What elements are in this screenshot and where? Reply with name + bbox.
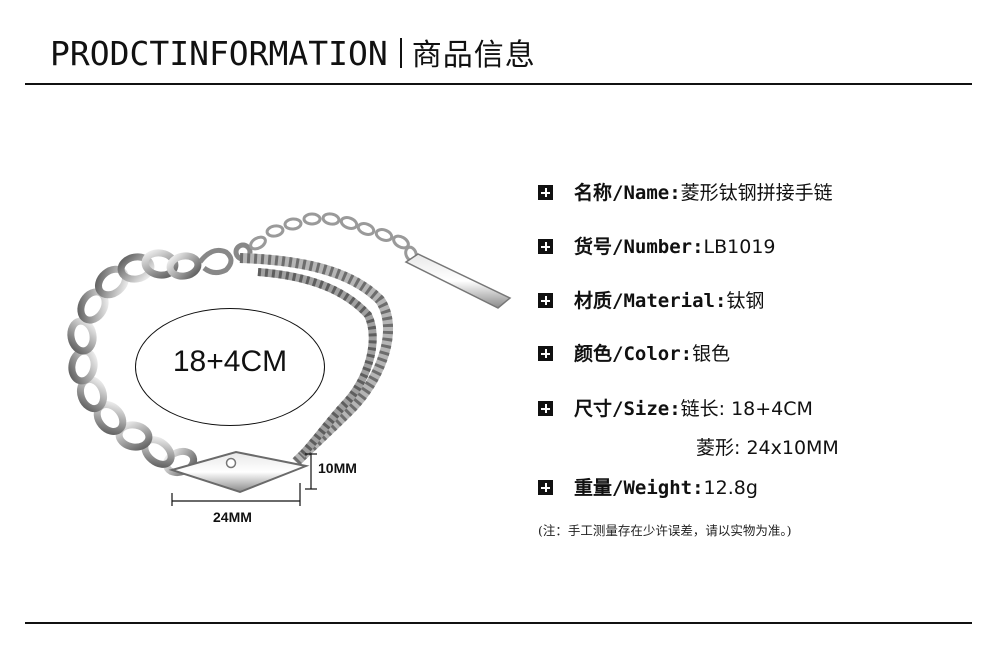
curb-chain bbox=[239, 253, 393, 466]
plus-square-icon bbox=[538, 239, 553, 254]
spec-value: 菱形钛钢拼接手链 bbox=[680, 182, 833, 204]
spec-label: 名称/Name: bbox=[574, 182, 681, 204]
dimension-height-label: 10MM bbox=[318, 460, 357, 476]
spec-value: 银色 bbox=[692, 343, 731, 365]
spec-value: 12.8g bbox=[703, 477, 758, 499]
plus-square-icon bbox=[538, 480, 553, 495]
bottom-rule bbox=[25, 622, 972, 624]
spec-label: 材质/Material: bbox=[574, 290, 727, 312]
spec-value: 链长: 18+4CM bbox=[680, 398, 813, 420]
rhombus-plate bbox=[168, 450, 310, 494]
large-chain bbox=[67, 249, 202, 477]
size-badge-text: 18+4CM bbox=[172, 345, 288, 378]
plus-square-icon bbox=[538, 346, 553, 361]
spec-label: 尺寸/Size: bbox=[574, 398, 681, 420]
size-badge-oval bbox=[135, 308, 325, 426]
top-rule bbox=[25, 83, 972, 85]
extension-chain bbox=[249, 212, 418, 263]
spec-label: 颜色/Color: bbox=[574, 343, 693, 365]
measurement-note: (注：手工测量存在少许误差，请以实物为准。) bbox=[538, 523, 792, 538]
plus-square-icon bbox=[538, 293, 553, 308]
spec-value: LB1019 bbox=[703, 236, 776, 258]
header-divider bbox=[399, 38, 402, 68]
spec-value-secondary: 菱形: 24x10MM bbox=[696, 437, 839, 459]
bar-tag bbox=[404, 253, 512, 309]
spec-value: 钛钢 bbox=[726, 290, 765, 312]
spec-label: 货号/Number: bbox=[574, 236, 704, 258]
dimension-width-label: 24MM bbox=[213, 509, 252, 525]
header-title-en: PRODCTINFORMATION bbox=[50, 34, 388, 73]
plus-square-icon bbox=[538, 401, 553, 416]
plus-square-icon bbox=[538, 185, 553, 200]
header-title-cn: 商品信息 bbox=[411, 39, 536, 72]
dimension-lines bbox=[171, 453, 317, 506]
header-title: PRODCTINFORMATION 商品信息 bbox=[50, 30, 536, 74]
spec-label: 重量/Weight: bbox=[574, 477, 704, 499]
